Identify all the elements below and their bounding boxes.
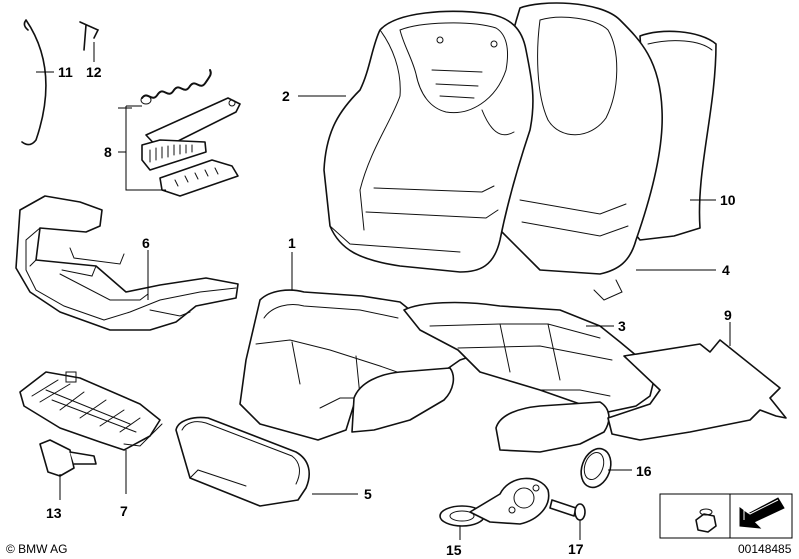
callout-2: 2 [282,88,290,104]
direction-arrow-box [729,493,793,539]
lever-bracket-part [39,439,97,477]
leader-lines [36,42,731,540]
callout-11: 11 [58,64,73,80]
copyright-text: © BMW AG [6,542,68,556]
callout-labels: 1 2 3 4 5 6 7 8 9 10 11 12 13 14 15 16 1… [46,64,736,558]
drawing-number: 00148485 [738,542,792,556]
ring-bracket-part [439,477,550,527]
callout-1: 1 [288,235,296,251]
callout-17: 17 [568,541,584,557]
seat-heating-mat [607,339,787,441]
seat-pan-frame [15,195,239,331]
foam-pad-part [175,416,310,507]
callout-10: 10 [720,192,736,208]
callout-7: 7 [120,503,128,519]
callout-16: 16 [636,463,652,479]
bolt-part [549,499,586,521]
callout-15: 15 [446,542,462,558]
nut-reference-box [659,493,731,539]
callout-6: 6 [142,235,150,251]
clip-part [79,21,100,51]
callout-12: 12 [86,64,102,80]
tension-spring-assembly [140,69,241,197]
backrest-cover-rear [499,2,663,301]
seat-adjuster-mechanism [19,371,163,451]
callout-9: 9 [724,307,732,323]
seat-cushion-cover [403,301,657,453]
callout-4: 4 [722,262,730,278]
callout-5: 5 [364,486,372,502]
round-cap-part [580,447,612,489]
callout-8: 8 [104,144,112,160]
backrest-upholstery-front [323,10,534,273]
callout-3: 3 [618,318,626,334]
hook-spring-part [21,19,47,146]
callout-13: 13 [46,505,62,521]
